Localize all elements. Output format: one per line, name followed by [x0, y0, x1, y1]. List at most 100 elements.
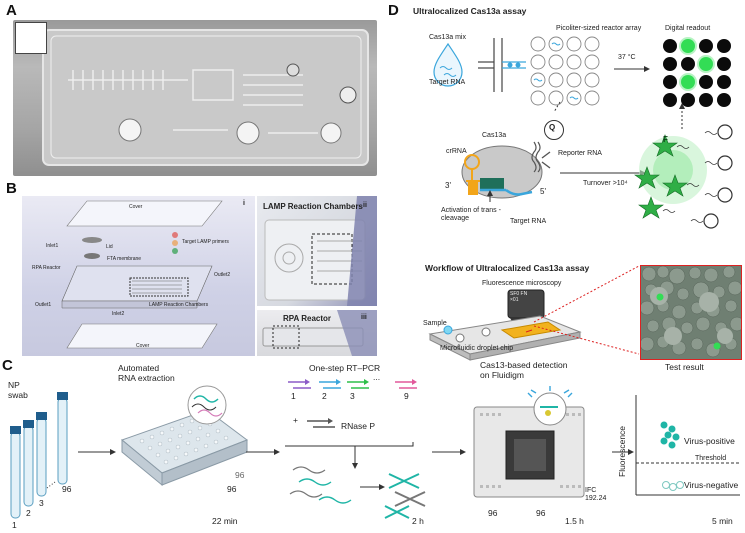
temperature-label: 37 °C	[618, 54, 636, 61]
readout-well-positive	[681, 75, 695, 89]
readout-well-negative	[663, 57, 677, 71]
primer-dot-3	[172, 248, 178, 254]
panel-b-schematic: Cover Inlet1 Lid Target LAMP primers FTA…	[22, 196, 255, 356]
primer-number-9: 9	[404, 391, 409, 401]
label-inlet2: Inlet2	[112, 311, 125, 317]
quencher-top-letter: Q	[549, 123, 556, 132]
droplet-icon	[433, 42, 463, 87]
panel-b-photo-ii: LAMP Reaction Chambers ii	[257, 196, 377, 306]
virus-negative-label: Virus-negative	[684, 480, 739, 490]
target-rna-mid-label: Target RNA	[510, 218, 547, 225]
crrna-label: crRNA	[446, 148, 467, 155]
sample-label: Sample	[423, 320, 447, 327]
plate-label-96-a: 96	[235, 470, 245, 480]
reactor-array	[530, 36, 600, 113]
label-outlet1: Outlet1	[35, 302, 52, 308]
rnase-primers	[307, 418, 335, 428]
chip-drawing	[42, 29, 369, 166]
tube-label-3: 3	[39, 498, 44, 508]
five-prime-label: 5'	[540, 187, 546, 196]
microscopy-label: Fluorescence microscopy	[482, 280, 562, 287]
tube-label-2: 2	[26, 508, 31, 518]
readout-well-negative	[717, 93, 731, 107]
target-rna-top-label: Target RNA	[429, 79, 466, 86]
panel-a-corner-mask	[15, 22, 47, 54]
arrow-c3	[432, 449, 466, 455]
virus-positive-label: Virus-positive	[684, 436, 735, 446]
tube-1	[10, 426, 21, 519]
arrow-c1	[78, 449, 116, 455]
arrow-c4	[612, 449, 634, 455]
cas13a-mix-label: Cas13a mix	[429, 34, 466, 41]
primer-dot-1	[172, 232, 178, 238]
result-time: 5 min	[712, 516, 733, 526]
label-lamp-chambers: LAMP Reaction Chambers	[149, 302, 209, 308]
lamp-chip-photo	[264, 196, 377, 306]
turnover-label: Turnover >10⁴	[583, 180, 628, 187]
label-outlet2: Outlet2	[214, 272, 231, 278]
pcr-plus: +	[293, 415, 298, 425]
label-primers: Target LAMP primers	[182, 239, 229, 245]
panel-b-letter: B	[6, 180, 17, 197]
microscope-setup	[428, 289, 582, 361]
fluor-letter: F	[663, 135, 668, 144]
workflow-title: Workflow of Ultralocalized Cas13a assay	[425, 263, 590, 273]
pcr-amplification	[285, 442, 426, 519]
objective-text: SF0 FN ×01	[510, 291, 528, 303]
label-cover-bottom: Cover	[136, 343, 150, 349]
result-plot	[635, 395, 740, 496]
rnase-label: RNase P	[341, 421, 376, 431]
arrow-d1	[614, 66, 650, 72]
readout-well-negative	[681, 93, 695, 107]
primer-dot-2	[172, 240, 178, 246]
reporter-rna-label: Reporter RNA	[558, 150, 602, 157]
plate-label-96-b: 96	[227, 484, 237, 494]
t-junction	[478, 38, 526, 92]
label-rpa-reactor: RPA Reactor	[32, 265, 61, 271]
fluidigm-title: Cas13-based detection on Fluidigm	[480, 360, 568, 380]
extraction-time: 22 min	[212, 516, 238, 526]
tube-96	[57, 392, 68, 485]
threshold-label: Threshold	[695, 455, 727, 462]
readout-dashed-arrow	[679, 103, 685, 129]
activation-label: Activation of trans - cleavage	[441, 207, 501, 222]
fluidigm-chip	[473, 386, 585, 498]
primer-number-2: 2	[322, 391, 327, 401]
readout-well-positive	[699, 57, 713, 71]
tube-label-1: 1	[12, 520, 17, 530]
sublabel-iii: iii	[361, 314, 367, 321]
reactor-array-label: Picoliter-sized reactor array	[556, 25, 642, 32]
sublabel-i: i	[243, 200, 245, 207]
panel-c-letter: C	[2, 357, 13, 374]
readout-well-negative	[717, 39, 731, 53]
readout-well-negative	[699, 39, 713, 53]
readout-well-negative	[663, 39, 677, 53]
tube-2	[23, 420, 34, 507]
label-cover-top: Cover	[129, 204, 143, 210]
np-swab-label: NP swab	[8, 380, 28, 400]
label-inlet1: Inlet1	[46, 243, 59, 249]
fluidigm-time: 1.5 h	[565, 516, 584, 526]
digital-readout-label: Digital readout	[665, 25, 711, 32]
arrow-c2	[246, 449, 280, 455]
pcr-primers	[288, 379, 417, 389]
pcr-title: One-step RT–PCR	[309, 363, 381, 373]
tube-label-96: 96	[62, 484, 72, 494]
label-fta-membrane: FTA membrane	[107, 256, 142, 262]
chip-label: Microfluidic droplet chip	[440, 345, 514, 352]
primer-number-3: 3	[350, 391, 355, 401]
sublabel-ii: ii	[363, 202, 367, 209]
three-prime-label: 3'	[445, 181, 451, 190]
result-y-axis: Fluorescence	[617, 425, 627, 477]
schematic-drawing	[61, 200, 223, 349]
panel-a-letter: A	[6, 2, 17, 19]
droplet-micrograph	[640, 265, 742, 360]
readout-well-negative	[717, 57, 731, 71]
label-lid: Lid	[106, 244, 113, 250]
primer-ellipsis: ...	[373, 372, 381, 382]
readout-well-positive	[681, 39, 695, 53]
tube-3	[36, 412, 47, 497]
cas13a-complex	[461, 141, 551, 202]
readout-well-negative	[699, 93, 713, 107]
primer-number-1: 1	[291, 391, 296, 401]
